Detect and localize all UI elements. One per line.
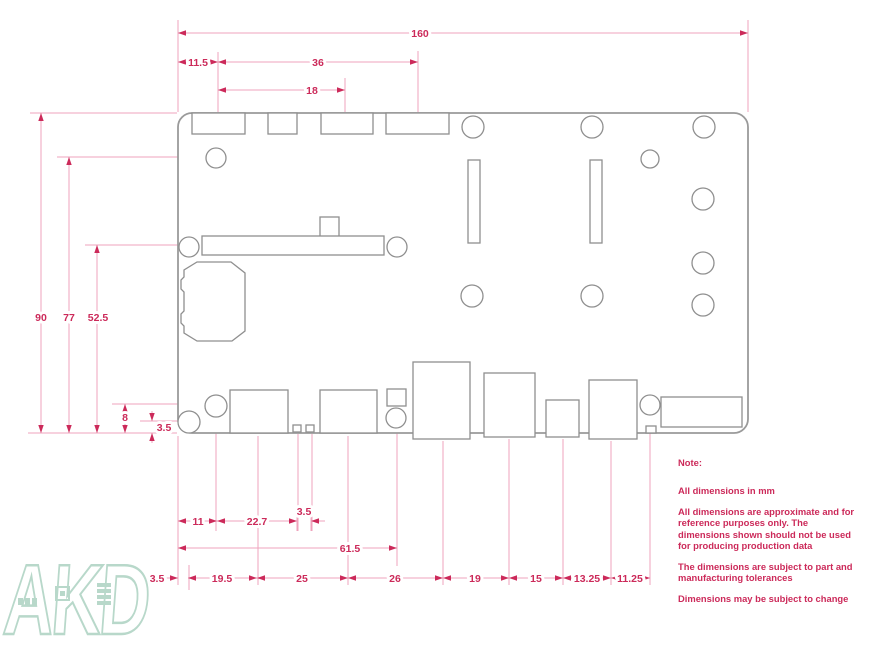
- mounting-hole: [580, 115, 604, 139]
- mechanical-drawing-canvas: AKD: [0, 20, 856, 656]
- mounting-hole: [385, 407, 407, 429]
- edge-connector: [660, 396, 743, 428]
- mounting-hole: [177, 410, 201, 434]
- note-line: Dimensions may be subject to change: [678, 592, 849, 604]
- dim-label-160: 160: [411, 28, 429, 40]
- bottom-connector: [545, 399, 580, 438]
- watermark-logo: AKD: [0, 543, 153, 656]
- mounting-hole: [178, 236, 200, 258]
- bottom-connector: [588, 379, 638, 440]
- dim-label-3-5-bottom: 3.5: [150, 573, 165, 585]
- board-dimension-drawing: 160 11.5 36 18 90 77 52.5 8 3.5 11 22.7 …: [18, 20, 749, 605]
- top-connector: [385, 112, 450, 135]
- mounting-hole: [691, 187, 715, 211]
- mounting-hole: [460, 284, 484, 308]
- top-connector: [191, 112, 246, 135]
- smd-pad: [305, 424, 315, 433]
- dim-label-3-5-left: 3.5: [157, 422, 172, 434]
- header-connector: [201, 235, 385, 256]
- dimension-labels: 160 11.5 36 18 90 77 52.5 8 3.5 11 22.7 …: [32, 25, 646, 588]
- header-tab: [319, 216, 340, 238]
- watermark-circuit-detail: [18, 583, 111, 605]
- note-line: All dimensions in mm: [678, 485, 775, 497]
- bottom-connector: [483, 372, 536, 438]
- note-line: All dimensions are approximate and for r…: [678, 505, 855, 552]
- dim-label-11-5: 11.5: [188, 57, 208, 69]
- mounting-hole: [204, 394, 228, 418]
- slot: [589, 159, 603, 244]
- dim-label-52-5: 52.5: [88, 312, 109, 324]
- bottom-connector: [229, 389, 289, 434]
- slot: [467, 159, 481, 244]
- note-title: Note:: [678, 457, 702, 468]
- dim-label-90: 90: [35, 312, 47, 324]
- dim-label-26: 26: [389, 573, 401, 585]
- smd-pad: [645, 425, 657, 434]
- mounting-hole: [691, 251, 715, 275]
- mounting-hole: [386, 236, 408, 258]
- dim-label-61-5: 61.5: [340, 543, 361, 555]
- dim-label-19: 19: [469, 573, 481, 585]
- dim-label-8: 8: [122, 412, 128, 424]
- small-hole: [640, 149, 660, 169]
- mounting-hole: [691, 293, 715, 317]
- dim-label-25: 25: [296, 573, 308, 585]
- mounting-hole: [461, 115, 485, 139]
- dim-label-18: 18: [306, 85, 318, 97]
- note-line: The dimensions are subject to part and m…: [678, 560, 853, 584]
- dim-label-19-5: 19.5: [212, 573, 233, 585]
- usb-connector: [412, 361, 471, 440]
- dim-label-15: 15: [530, 573, 542, 585]
- dim-label-77: 77: [63, 312, 75, 324]
- dim-label-13-25: 13.25: [574, 573, 600, 585]
- dim-label-11-25: 11.25: [617, 573, 643, 585]
- smd-pad: [292, 424, 302, 433]
- top-connector: [267, 112, 298, 135]
- dim-label-22-7: 22.7: [247, 516, 268, 528]
- sd-card-slot: [180, 261, 246, 342]
- dim-label-3-5-mid: 3.5: [297, 506, 312, 518]
- mounting-hole: [580, 284, 604, 308]
- mounting-hole: [692, 115, 716, 139]
- mounting-hole: [205, 147, 227, 169]
- dim-label-36: 36: [312, 57, 324, 69]
- dim-label-11: 11: [192, 516, 203, 528]
- pcb-board: [177, 112, 749, 440]
- dimension-lines: [38, 30, 748, 581]
- notes-block: Note: All dimensions in mm All dimension…: [678, 457, 856, 613]
- smd-component: [386, 388, 407, 407]
- bottom-connector: [319, 389, 378, 434]
- mounting-hole: [639, 394, 661, 416]
- top-connector: [320, 112, 374, 135]
